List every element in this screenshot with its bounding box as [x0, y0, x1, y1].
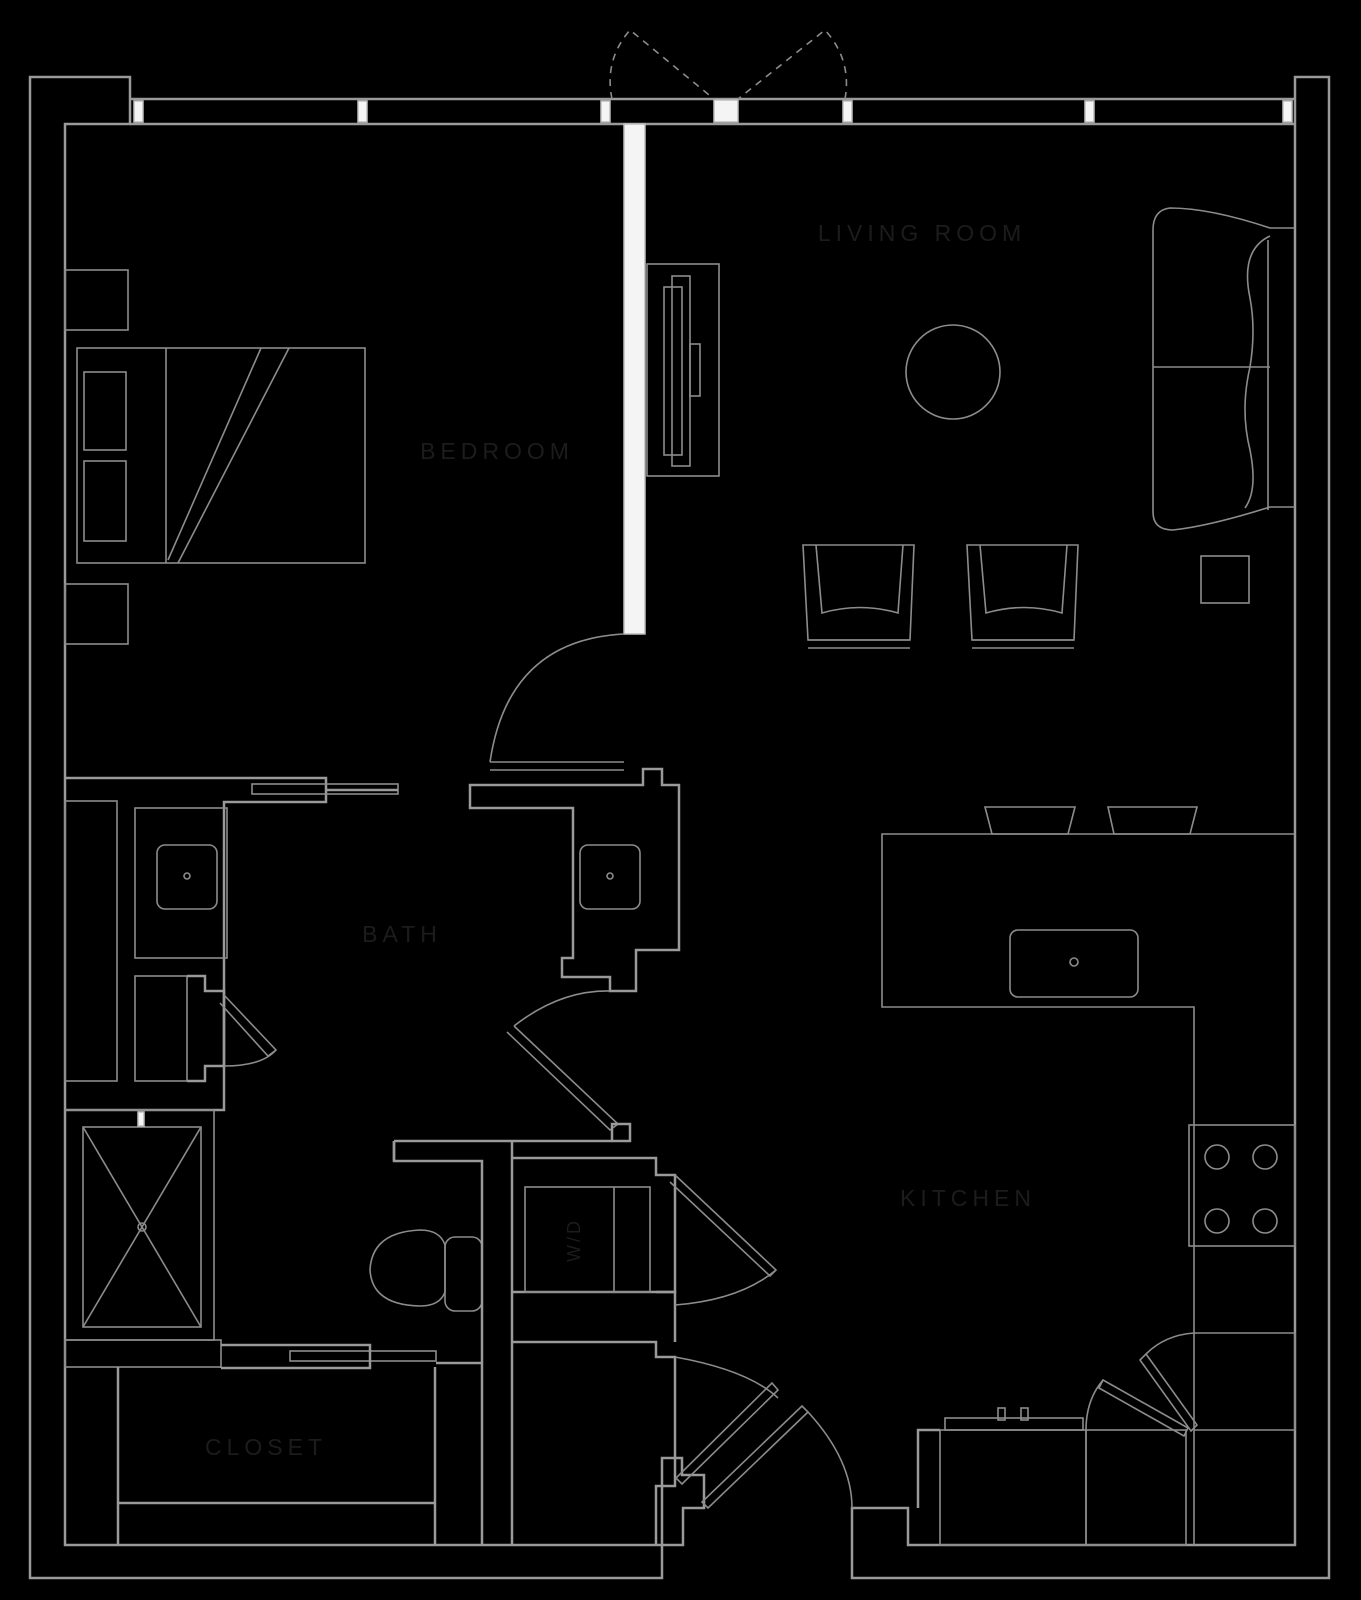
tv-console — [646, 263, 720, 477]
nightstand-bottom — [64, 583, 129, 645]
side-table — [1200, 555, 1250, 604]
exterior-walls — [28, 75, 1331, 1580]
bedroom-label: BEDROOM — [420, 438, 574, 464]
bath-sink-left — [156, 844, 218, 910]
kitchen-base-cabinet — [916, 1407, 1087, 1546]
entry-doors — [674, 1356, 853, 1510]
washer-dryer: W/D — [524, 1186, 651, 1293]
kitchen-counter — [916, 1124, 1296, 1546]
living-room-label: LIVING ROOM — [818, 220, 1026, 246]
wd-closet-door — [669, 1174, 778, 1306]
coffee-table — [905, 324, 1001, 420]
wd-label: W/D — [564, 1218, 584, 1262]
living-furniture — [646, 207, 1295, 649]
bed — [76, 347, 366, 564]
closet-label: CLOSET — [205, 1434, 327, 1460]
cooktop — [1188, 1124, 1296, 1247]
kitchen-sink — [1009, 929, 1139, 998]
kitchen-island — [881, 806, 1295, 1545]
armchair-left — [802, 544, 915, 649]
bath-sink-right — [579, 844, 641, 910]
bath-fixtures — [82, 844, 641, 1328]
stool-right — [1107, 806, 1199, 835]
kitchen-label: KITCHEN — [900, 1185, 1036, 1211]
balcony-doors — [609, 28, 848, 100]
window-wall — [130, 97, 1295, 126]
stool-left — [983, 806, 1077, 835]
partition-wall — [623, 123, 646, 635]
bath-walls — [64, 767, 681, 1368]
armchair-right — [966, 544, 1079, 649]
shower — [82, 1111, 202, 1328]
bath-label: BATH — [362, 921, 442, 947]
sofa — [1152, 207, 1295, 531]
bedroom-furniture — [64, 269, 366, 645]
hall-walls — [116, 990, 677, 1545]
toilet — [369, 1229, 483, 1312]
fridge — [1138, 1332, 1296, 1433]
nightstand-top — [64, 269, 129, 331]
bedroom-door — [489, 633, 625, 771]
bath-cabinet-door — [219, 994, 278, 1067]
